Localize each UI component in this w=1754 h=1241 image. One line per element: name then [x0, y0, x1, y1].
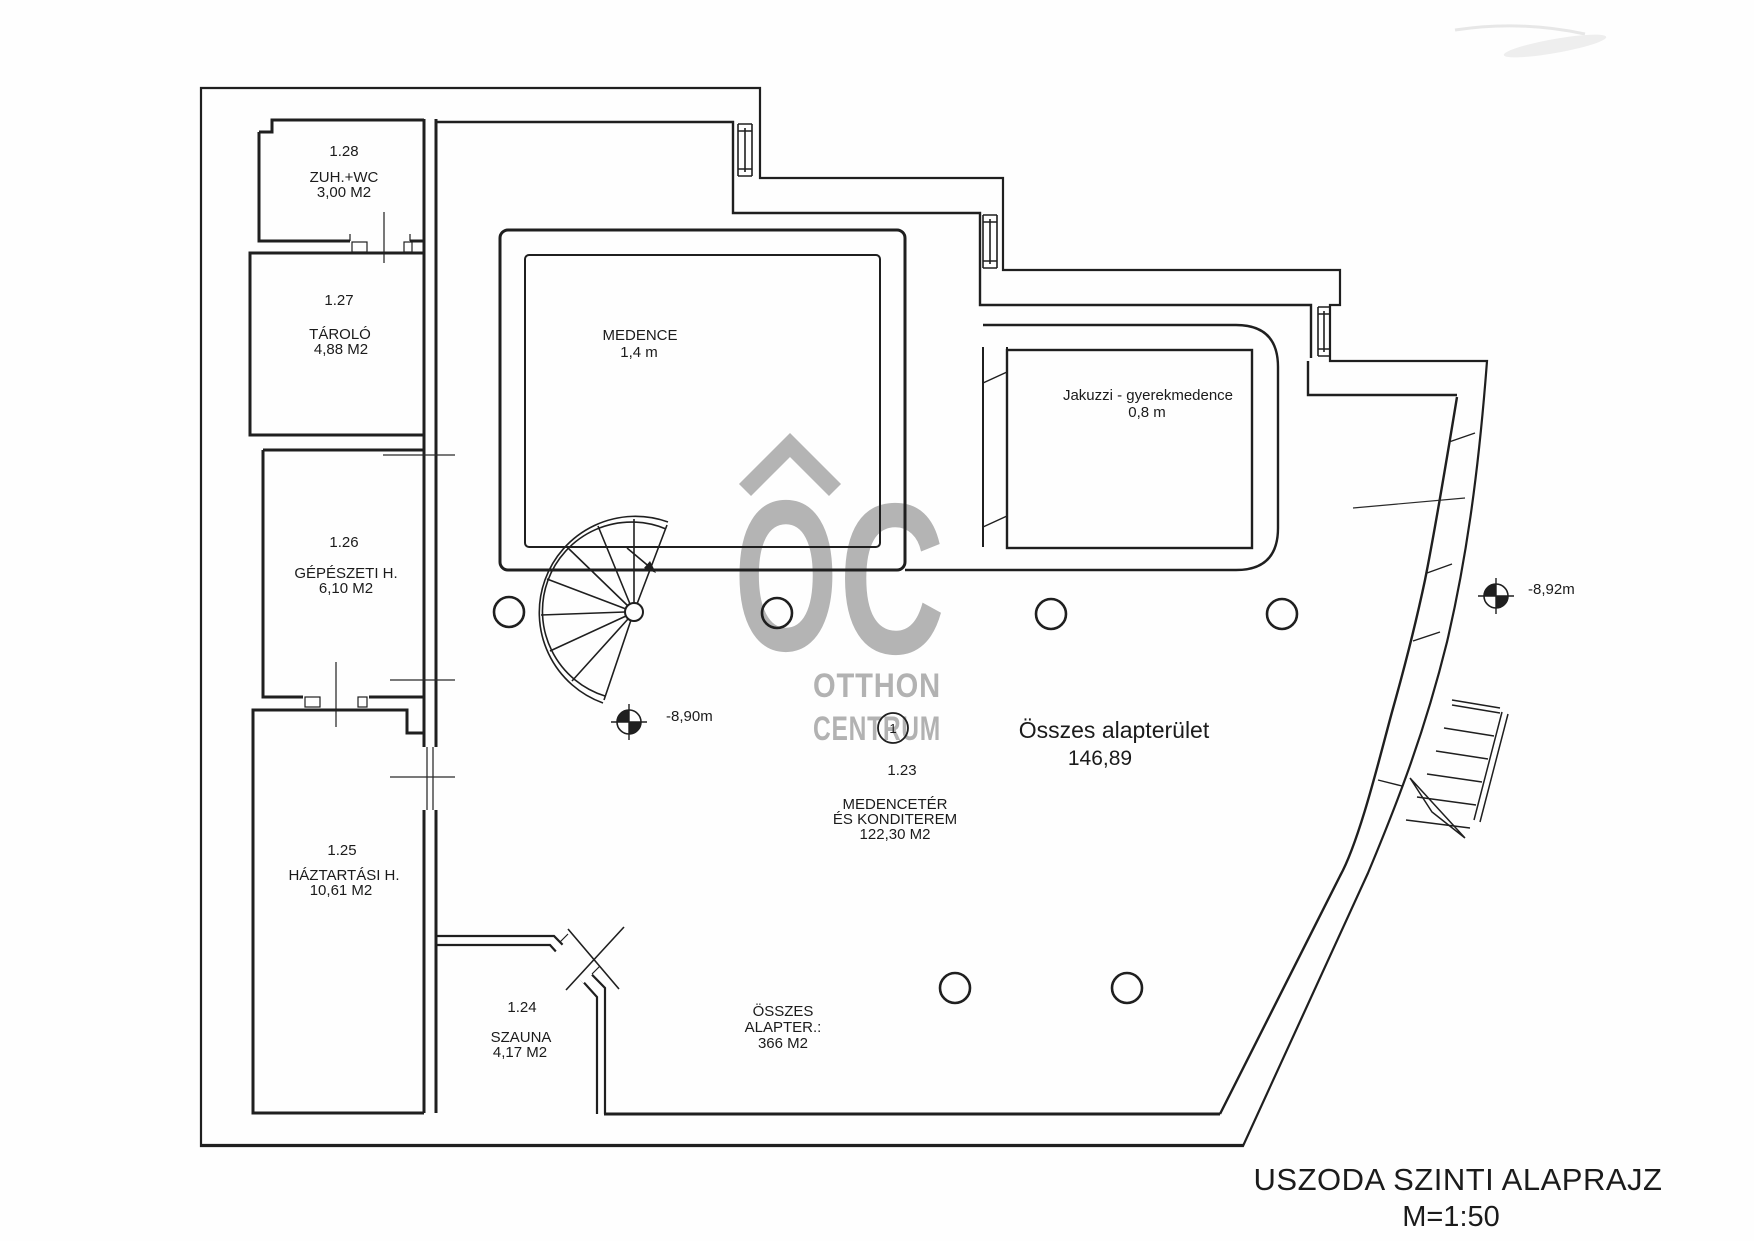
roof-icon [738, 432, 842, 497]
section-ticks [383, 454, 1466, 778]
room-area: 6,10 M2 [319, 580, 373, 597]
corridor-wall [422, 119, 438, 1113]
column [1034, 597, 1068, 631]
room-1-26-walls [261, 448, 424, 727]
room-area: 122,30 M2 [860, 826, 931, 843]
external-staircase [1405, 699, 1509, 839]
watermark-otthon: OTTHON [813, 667, 941, 705]
room-name: TÁROLÓ [309, 326, 371, 343]
totals-labels: Összes alapterület 146,89 ÖSSZES ALAPTER… [745, 717, 1210, 1052]
watermark-centrum: CENTRUM [813, 710, 941, 748]
column [938, 971, 972, 1005]
watermark-letter-o: O [734, 455, 838, 696]
inner-north-wall [436, 120, 1313, 358]
window-icon [737, 123, 753, 177]
room-area: 4,17 M2 [493, 1044, 547, 1061]
room-name: HÁZTARTÁSI H. [288, 867, 399, 884]
column [1265, 597, 1299, 631]
pool-name-label: MEDENCE [602, 327, 677, 344]
room-labels: 1.28 ZUH.+WC 3,00 M2 1.27 TÁROLÓ 4,88 M2… [288, 143, 957, 1061]
elevation-marker-icon [1478, 578, 1514, 614]
jacuzzi-inner-edge [1005, 348, 1254, 550]
room-name: MEDENCETÉR [842, 796, 947, 813]
room-number: 1.25 [327, 842, 356, 859]
room-name: ZUH.+WC [310, 169, 379, 186]
pool-labels: MEDENCE 1,4 m Jakuzzi - gyerekmedence 0,… [602, 327, 1233, 421]
outer-wall [199, 86, 1489, 1148]
column [760, 596, 794, 630]
columns [492, 595, 1299, 1005]
elevation-marker-icon [611, 704, 647, 740]
stair-number-badge: 1 [877, 712, 909, 744]
elevation-labels: -8,90m -8,92m [666, 581, 1575, 725]
room-name: SZAUNA [491, 1029, 552, 1046]
curved-wall-window-ticks [1377, 432, 1476, 787]
pool-outer-edge [498, 228, 907, 572]
pools [498, 228, 1280, 572]
scan-artifact [1454, 24, 1607, 58]
room-area: 4,88 M2 [314, 341, 368, 358]
room-number: 1.27 [324, 292, 353, 309]
elevation-label-892: -8,92m [1528, 581, 1575, 598]
jacuzzi-outer-wall [905, 323, 1280, 572]
room-number: 1.24 [507, 999, 536, 1016]
inner-east-wall [1218, 396, 1459, 1115]
overall-area-line3: 366 M2 [758, 1035, 808, 1052]
sauna-door-x-icon [565, 926, 625, 991]
spiral-staircase [538, 515, 669, 704]
plan-scale: M=1:50 [1402, 1201, 1500, 1233]
total-floor-area-value: 146,89 [1068, 747, 1132, 770]
overall-area-line2: ALAPTER.: [745, 1019, 822, 1036]
window-icon [1317, 306, 1331, 357]
room-area: 3,00 M2 [317, 184, 371, 201]
pool-inner-edge [524, 254, 881, 548]
walls [199, 86, 1489, 1148]
column [1110, 971, 1144, 1005]
watermark-letter-c: C [839, 458, 945, 699]
title-block: USZODA SZINTI ALAPRAJZ M=1:50 [1254, 1162, 1663, 1233]
room-1-25-walls [251, 708, 424, 1115]
room-1-24-walls [437, 926, 625, 1114]
watermark-logo: O C OTTHON CENTRUM [734, 432, 945, 748]
inner-band-wall [1306, 361, 1457, 397]
overall-area-line1: ÖSSZES [753, 1002, 814, 1020]
room-1-27-walls [248, 251, 426, 437]
room-name: ÉS KONDITEREM [833, 811, 957, 828]
pool-depth-label: 1,4 m [620, 344, 658, 361]
stair-number-label: 1 [889, 721, 896, 736]
jacuzzi-depth-label: 0,8 m [1128, 404, 1166, 421]
room-name: GÉPÉSZETI H. [294, 565, 397, 582]
room-number: 1.28 [329, 143, 358, 160]
stair-direction-arrow-icon [626, 547, 656, 573]
pool-divider-steps [982, 347, 1008, 547]
room-number: 1.26 [329, 534, 358, 551]
column [492, 595, 526, 629]
windows [737, 123, 1476, 787]
total-floor-area-label: Összes alapterület [1019, 717, 1210, 743]
room-number: 1.23 [887, 762, 916, 779]
elevation-label-890: -8,90m [666, 708, 713, 725]
jacuzzi-name-label: Jakuzzi - gyerekmedence [1063, 387, 1233, 404]
plan-title: USZODA SZINTI ALAPRAJZ [1254, 1162, 1663, 1197]
window-icon [982, 214, 998, 269]
room-1-28-walls [257, 118, 424, 263]
room-area: 10,61 M2 [310, 882, 373, 899]
